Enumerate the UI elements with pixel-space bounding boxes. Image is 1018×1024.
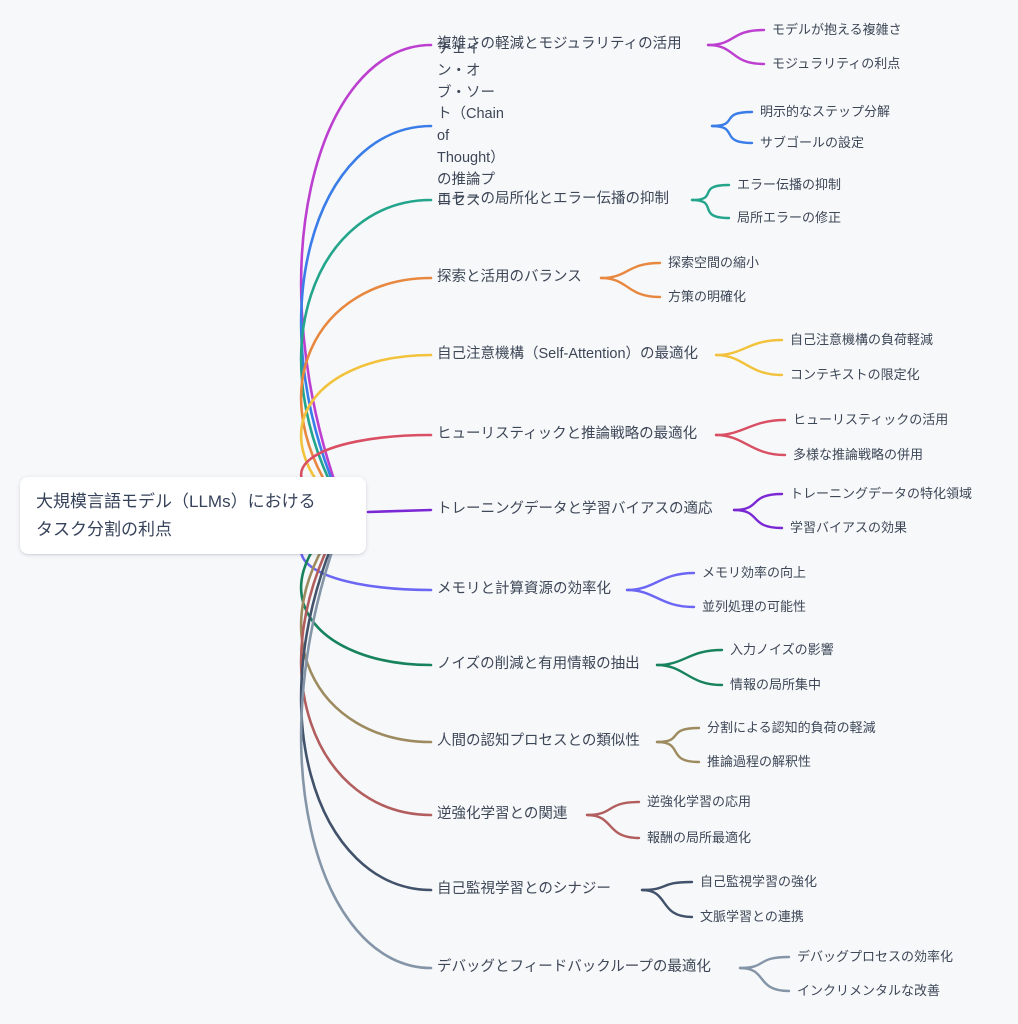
child-curve — [599, 276, 662, 299]
child-curve — [738, 966, 791, 993]
child-node[interactable]: モジュラリティの利点 — [772, 55, 901, 71]
child-node[interactable]: メモリ効率の向上 — [702, 564, 807, 580]
child-curve — [714, 433, 787, 457]
child-node[interactable]: モデルが抱える複雑さ — [772, 21, 902, 37]
child-curve — [655, 740, 701, 764]
branch-node[interactable]: デバッグとフィードバックループの最適化 — [437, 959, 711, 976]
child-curve — [706, 43, 766, 66]
child-curve — [655, 663, 724, 687]
branch-curve — [299, 511, 433, 970]
branch-curve — [299, 276, 433, 515]
branch-node[interactable]: 自己注意機構（Self-Attention）の最適化 — [437, 346, 699, 363]
child-node[interactable]: ヒューリスティックの活用 — [793, 411, 949, 427]
child-curve — [710, 110, 754, 128]
root-node[interactable]: 大規模言語モデル（LLMs）における タスク分割の利点 — [20, 477, 366, 555]
child-node[interactable]: トレーニングデータの特化領域 — [790, 485, 973, 501]
child-node[interactable]: デバッグプロセスの効率化 — [797, 948, 954, 964]
child-node[interactable]: 逆強化学習の応用 — [647, 793, 752, 809]
branch-node[interactable]: チェイン・オブ・ソート（Chain of Thought）の推論プロセス — [437, 41, 505, 210]
branch-curve — [299, 124, 433, 515]
child-curve — [738, 955, 791, 970]
branch-node[interactable]: 複雑さの軽減とモジュラリティの活用 — [437, 36, 682, 53]
branch-node[interactable]: 人間の認知プロセスとの類似性 — [437, 733, 640, 750]
child-node[interactable]: 並列処理の可能性 — [702, 598, 807, 614]
child-node[interactable]: 方策の明確化 — [668, 288, 747, 304]
child-curve — [655, 726, 701, 744]
child-node[interactable]: インクリメンタルな改善 — [797, 982, 941, 998]
child-curve — [714, 353, 784, 377]
branch-node[interactable]: ヒューリスティックと推論戦略の最適化 — [437, 426, 698, 443]
child-curve — [714, 338, 784, 357]
branch-node[interactable]: エラーの局所化とエラー伝播の抑制 — [437, 191, 669, 208]
child-curve — [640, 888, 694, 919]
child-node[interactable]: 学習バイアスの効果 — [790, 519, 908, 535]
branch-curve — [299, 198, 433, 515]
child-curve — [599, 261, 662, 280]
branch-node[interactable]: トレーニングデータと学習バイアスの適応 — [437, 501, 713, 518]
branch-node[interactable]: 逆強化学習との関連 — [437, 806, 568, 823]
child-curve — [732, 492, 784, 512]
branch-curve — [299, 511, 433, 817]
child-curve — [625, 588, 696, 609]
child-node[interactable]: 入力ノイズの影響 — [730, 641, 834, 657]
child-curve — [655, 648, 724, 667]
child-node[interactable]: エラー伝播の抑制 — [737, 176, 842, 192]
child-node[interactable]: 自己監視学習の強化 — [700, 873, 818, 889]
child-node[interactable]: 推論過程の解釈性 — [707, 753, 812, 769]
child-curve — [714, 418, 787, 437]
branch-node[interactable]: 自己監視学習とのシナジー — [437, 881, 611, 898]
child-node[interactable]: 探索空間の縮小 — [668, 254, 760, 270]
child-node[interactable]: 文脈学習との連携 — [700, 908, 804, 924]
child-curve — [585, 813, 641, 840]
child-node[interactable]: 自己注意機構の負荷軽減 — [790, 331, 934, 347]
child-node[interactable]: 局所エラーの修正 — [737, 209, 842, 225]
branch-curve — [299, 43, 433, 515]
child-curve — [706, 28, 766, 47]
branch-node[interactable]: ノイズの削減と有用情報の抽出 — [437, 656, 640, 673]
branch-curve — [299, 511, 433, 744]
branch-node[interactable]: 探索と活用のバランス — [437, 269, 582, 286]
child-curve — [732, 508, 784, 530]
child-curve — [585, 800, 641, 817]
root-label-line2: タスク分割の利点 — [36, 519, 172, 539]
child-node[interactable]: 情報の局所集中 — [730, 676, 822, 692]
branch-curve — [299, 511, 433, 892]
branch-curve — [366, 508, 433, 514]
child-node[interactable]: 明示的なステップ分解 — [760, 103, 891, 119]
child-node[interactable]: サブゴールの設定 — [760, 134, 865, 150]
child-curve — [690, 198, 731, 220]
child-node[interactable]: 多様な推論戦略の併用 — [793, 446, 924, 462]
root-label-line1: 大規模言語モデル（LLMs）における — [36, 492, 316, 511]
child-node[interactable]: コンテキストの限定化 — [790, 366, 920, 382]
child-node[interactable]: 分割による認知的負荷の軽減 — [707, 719, 876, 735]
child-curve — [625, 571, 696, 592]
child-curve — [640, 880, 694, 892]
child-curve — [690, 183, 731, 202]
child-node[interactable]: 報酬の局所最適化 — [647, 829, 752, 845]
branch-node[interactable]: メモリと計算資源の効率化 — [437, 581, 611, 598]
child-curve — [710, 124, 754, 145]
